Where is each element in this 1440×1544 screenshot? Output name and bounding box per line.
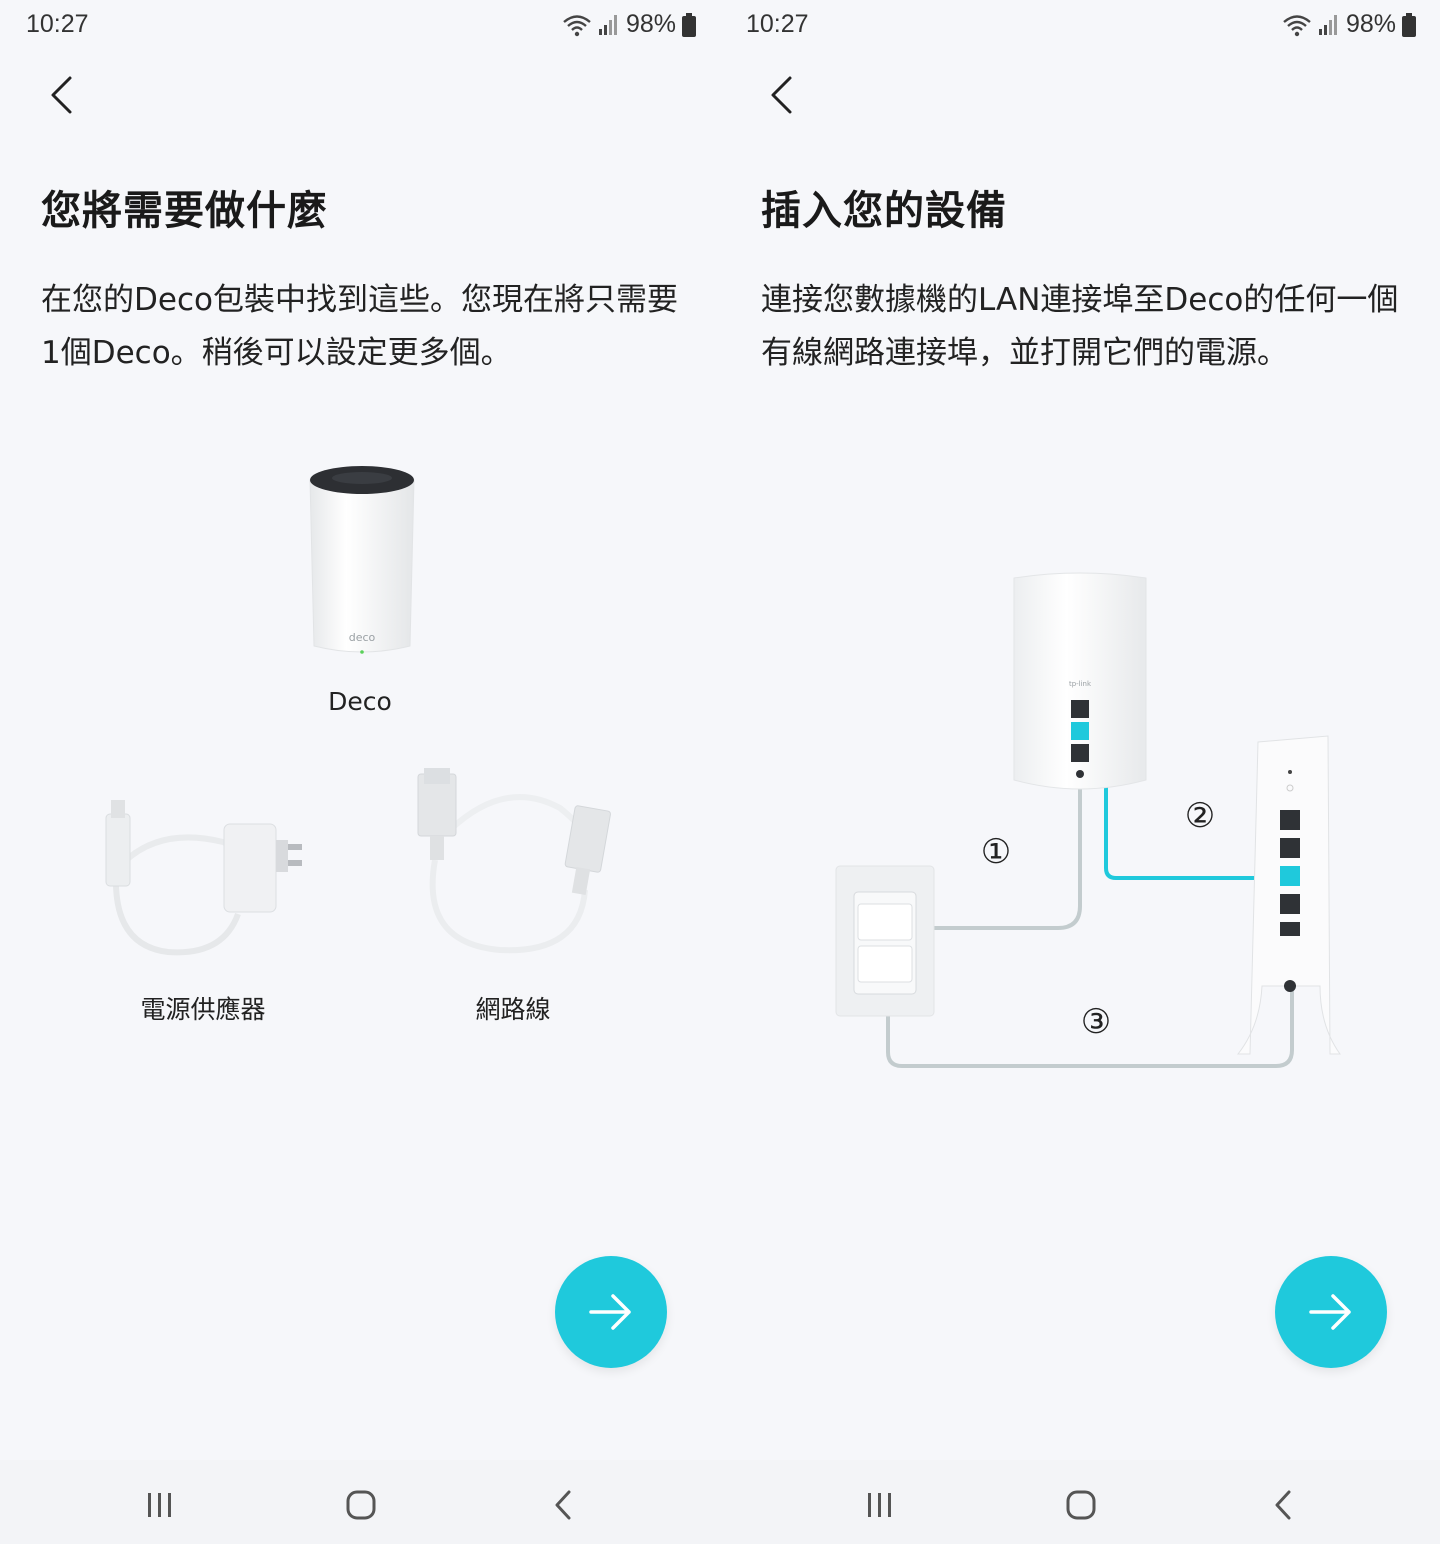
system-nav-bar [0, 1460, 720, 1544]
battery-percent: 98% [625, 10, 676, 38]
next-button[interactable] [555, 1256, 667, 1368]
arrow-right-icon [1309, 1294, 1351, 1330]
nav-back-button[interactable] [538, 1480, 588, 1530]
chevron-left-icon [771, 76, 792, 114]
home-icon [346, 1490, 376, 1520]
cable-ethernet [1092, 730, 1290, 880]
battery-percent: 98% [1345, 10, 1396, 38]
nav-recents-button[interactable] [855, 1480, 905, 1530]
step-2-label: ② [1184, 796, 1216, 836]
status-time: 10:27 [26, 10, 89, 38]
brand-logo: tp-link [1069, 680, 1092, 688]
step-1-label: ① [980, 832, 1012, 872]
nav-back-button[interactable] [1258, 1480, 1308, 1530]
screen-plug-in-devices: 10:27 98% 插入您的設備 連接您數據機的LAN連接埠至Deco的任何一個… [720, 0, 1440, 1544]
wifi-icon [563, 14, 591, 36]
cable-modem-power [886, 984, 1294, 1068]
connection-diagram: tp-link [835, 572, 1341, 1068]
signal-icon [1318, 14, 1337, 35]
signal-icon [598, 14, 617, 35]
deco-logo-text: deco [349, 631, 376, 644]
back-button[interactable] [38, 68, 84, 122]
status-icons: 98% [562, 10, 696, 39]
item-label-deco: Deco [328, 687, 392, 716]
item-label-ethernet-cable: 網路線 [475, 995, 551, 1024]
home-icon [1066, 1490, 1096, 1520]
deco-unit-illustration: deco [309, 466, 415, 654]
system-nav-bar [720, 1460, 1440, 1544]
wifi-icon [1283, 14, 1311, 36]
battery-icon [1402, 12, 1416, 37]
back-nav-icon [1275, 1490, 1291, 1520]
cable-power [914, 788, 1082, 930]
back-nav-icon [555, 1490, 571, 1520]
arrow-right-icon [589, 1294, 631, 1330]
chevron-left-icon [51, 76, 72, 114]
step-3-label: ③ [1080, 1002, 1112, 1042]
recents-icon [148, 1493, 171, 1517]
battery-icon [682, 12, 696, 37]
page-description: 連接您數據機的LAN連接埠至Deco的任何一個有線網路連接埠，並打開它們的電源。 [761, 282, 1399, 371]
status-time: 10:27 [746, 10, 809, 38]
nav-home-button[interactable] [1056, 1480, 1106, 1530]
back-button[interactable] [758, 68, 804, 122]
page-title: 您將需要做什麼 [41, 188, 328, 234]
recents-icon [868, 1493, 891, 1517]
nav-recents-button[interactable] [135, 1480, 185, 1530]
next-button[interactable] [1275, 1256, 1387, 1368]
page-title: 插入您的設備 [761, 188, 1007, 234]
ethernet-cable-illustration [417, 768, 611, 954]
page-description: 在您的Deco包裝中找到這些。您現在將只需要1個Deco。稍後可以設定更多個。 [41, 282, 678, 371]
nav-home-button[interactable] [336, 1480, 386, 1530]
status-icons: 98% [1282, 10, 1416, 39]
power-adapter-illustration [105, 800, 302, 956]
screen-what-you-need: 10:27 98% 您將需要做什麼 在您的Deco包裝中找到這些。您現在將只需要… [0, 10, 720, 1544]
item-label-power-adapter: 電源供應器 [140, 995, 266, 1024]
